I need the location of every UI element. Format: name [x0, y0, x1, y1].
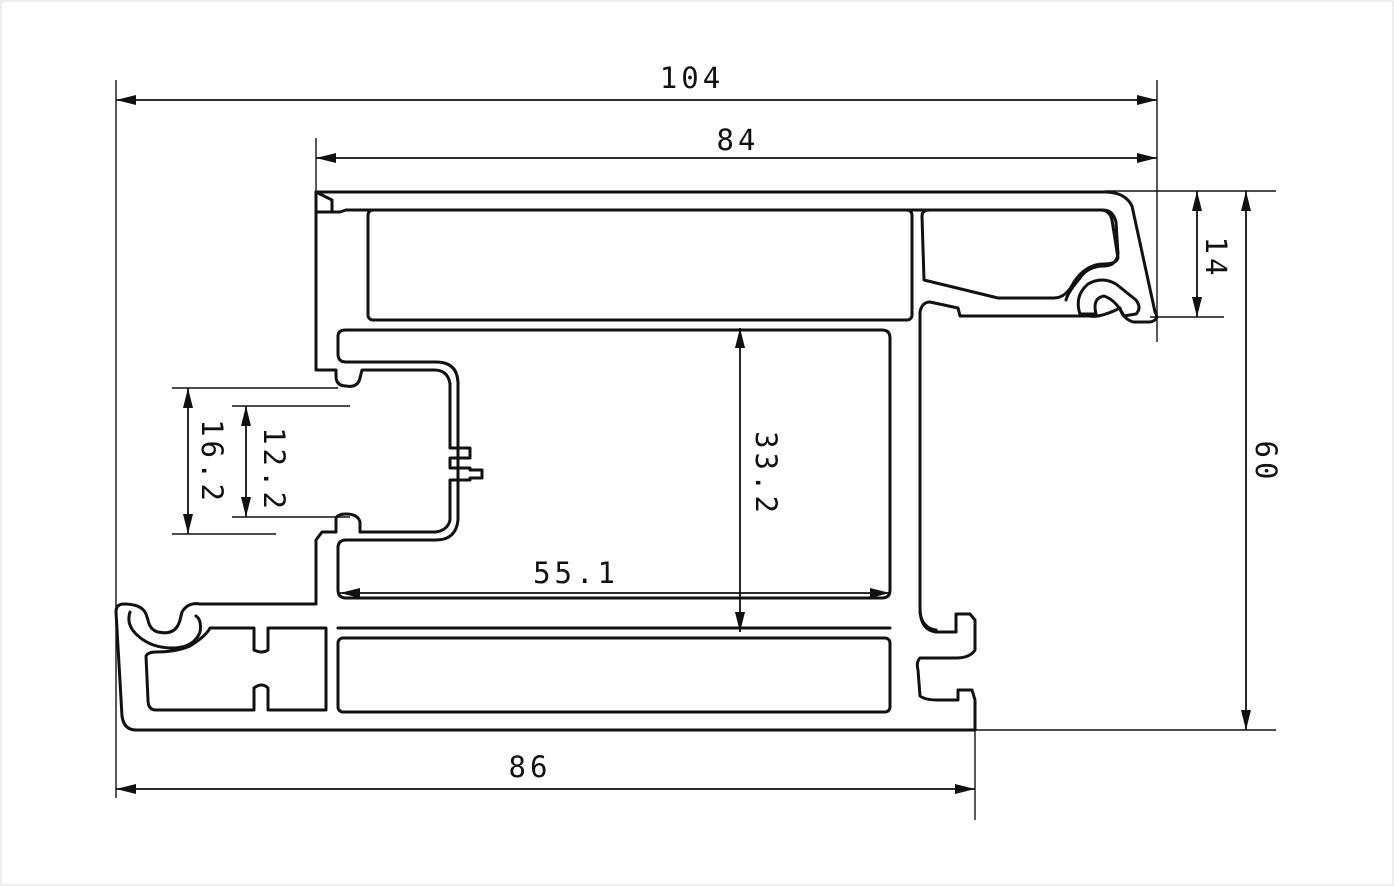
extension-lines [115, 80, 1276, 820]
label-bottom-width: 86 [509, 750, 552, 784]
label-overall-height: 60 [1249, 441, 1283, 484]
right-hook-socket [1076, 278, 1141, 318]
label-top-lip-height: 14 [1199, 237, 1233, 280]
dimension-lines [116, 95, 1251, 794]
label-slot-inner-height: 12.2 [257, 427, 291, 513]
right-upper-chamber [920, 208, 1120, 300]
label-overall-width: 104 [660, 61, 724, 95]
label-inner-height: 33.2 [749, 431, 783, 517]
aluminum-profile [114, 190, 1159, 732]
label-top-flange-width: 84 [717, 123, 760, 157]
dimension-labels: 104 84 86 55.1 33.2 60 14 16.2 12.2 [195, 61, 1283, 784]
label-slot-outer-height: 16.2 [195, 419, 229, 505]
central-chamber [336, 328, 892, 600]
top-left-lip [314, 190, 1120, 302]
label-inner-width: 55.1 [533, 556, 619, 590]
lower-chamber [336, 636, 892, 714]
lower-left-chamber [144, 626, 328, 712]
profile-outer-contour [114, 190, 1159, 732]
right-lower-notch [918, 610, 938, 632]
left-hook [127, 610, 202, 650]
upper-chamber [366, 208, 914, 322]
